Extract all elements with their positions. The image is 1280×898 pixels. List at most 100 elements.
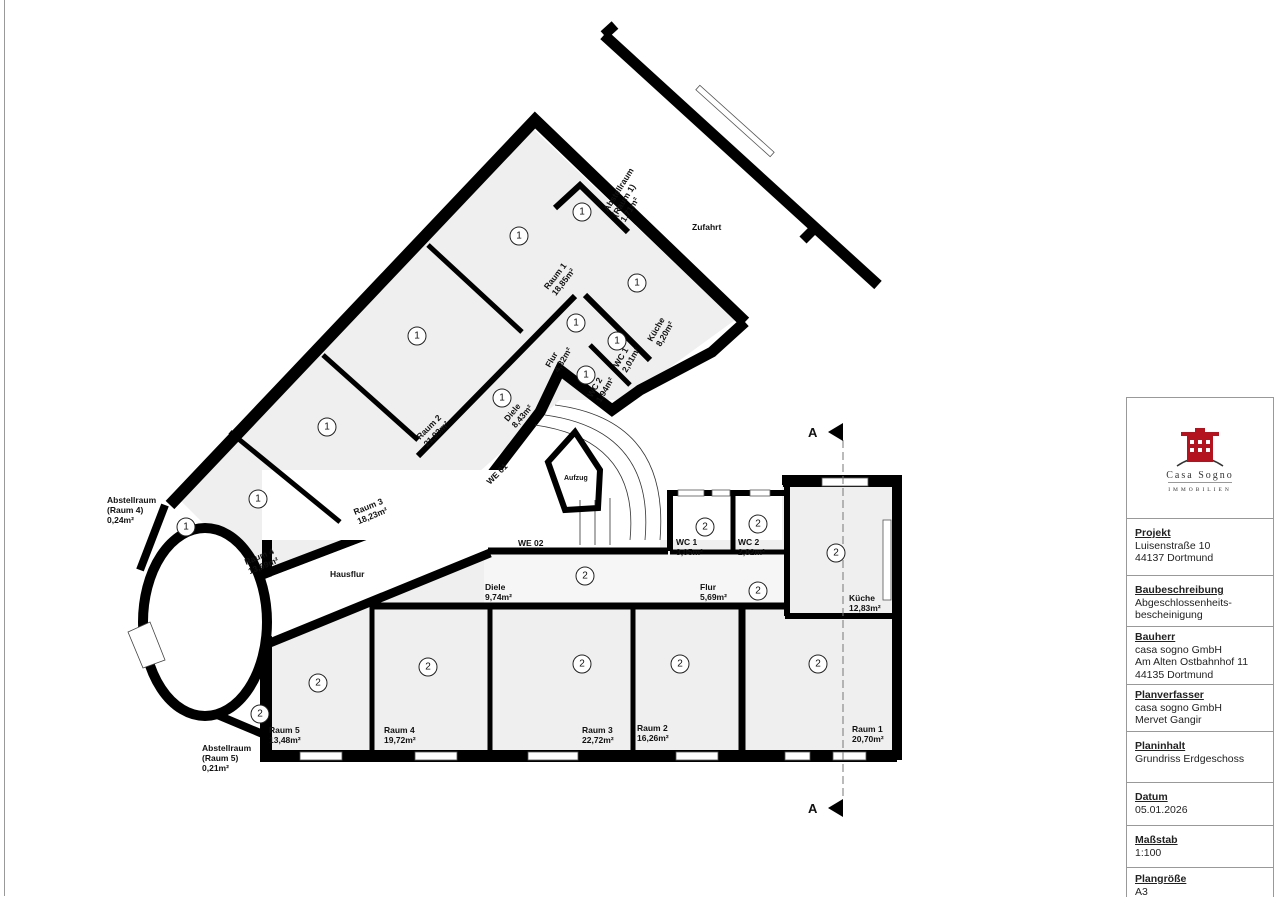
unit-marker-label: 2: [579, 659, 585, 670]
unit-marker: 2: [309, 674, 327, 692]
unit-marker: 1: [510, 227, 528, 245]
unit-marker-label: 2: [677, 659, 683, 670]
label-zufahrt: Zufahrt: [692, 222, 721, 232]
window-zufahrt: [696, 85, 774, 156]
room-label: Abstellraum(Raum 4)0,24m²: [107, 495, 157, 525]
wall-zufahrt-stub1: [604, 25, 615, 35]
unit-marker: 1: [177, 518, 195, 536]
section-value: A3: [1135, 886, 1265, 898]
floor-plan: A A Zufahrt Hausflur Aufzug WE 01 WE 02 …: [0, 0, 1120, 896]
unit-marker-label: 2: [755, 586, 761, 597]
unit-marker: 1: [249, 490, 267, 508]
unit-marker: 2: [671, 655, 689, 673]
unit-marker-label: 1: [573, 318, 579, 329]
unit-marker: 1: [408, 327, 426, 345]
unit-marker-label: 1: [414, 331, 420, 342]
unit-marker-label: 2: [315, 678, 321, 689]
unit-marker: 2: [749, 515, 767, 533]
section-heading: Plangröße: [1135, 873, 1265, 886]
unit-marker-label: 1: [324, 422, 330, 433]
section-value: casa sogno GmbH Mervet Gangir: [1135, 702, 1265, 727]
window: [415, 752, 457, 760]
unit-marker: 2: [576, 567, 594, 585]
window: [712, 490, 730, 496]
section-heading: Baubeschreibung: [1135, 584, 1265, 597]
section-value: casa sogno GmbH Am Alten Ostbahnhof 11 4…: [1135, 644, 1265, 682]
unit-marker-label: 1: [583, 370, 589, 381]
section-heading: Maßstab: [1135, 834, 1265, 847]
unit-marker-label: 2: [815, 659, 821, 670]
unit-marker-label: 1: [183, 522, 189, 533]
unit-marker: 1: [608, 332, 626, 350]
section-arrow-bottom: [828, 799, 843, 817]
unit-marker-label: 1: [634, 278, 640, 289]
unit-marker: 1: [628, 274, 646, 292]
unit-marker: 1: [567, 314, 585, 332]
window: [528, 752, 578, 760]
unit-marker-label: 2: [582, 571, 588, 582]
section-label-bottom: A: [808, 801, 818, 816]
section-arrow-top: [828, 423, 843, 441]
window: [785, 752, 810, 760]
logo-sub: IMMOBILIEN: [1168, 482, 1232, 497]
unit-marker-label: 1: [255, 494, 261, 505]
window: [822, 478, 868, 486]
unit-marker: 2: [749, 582, 767, 600]
unit-marker: 1: [318, 418, 336, 436]
section-value: Grundriss Erdgeschoss: [1135, 753, 1265, 766]
unit-marker-label: 2: [425, 662, 431, 673]
label-we02: WE 02: [518, 538, 544, 548]
section-heading: Planinhalt: [1135, 740, 1265, 753]
unit-marker-label: 1: [579, 207, 585, 218]
company-logo: Casa Sogno IMMOBILIEN: [1127, 398, 1273, 519]
unit-marker: 2: [827, 544, 845, 562]
section-value: Abgeschlossenheits- bescheinigung: [1135, 597, 1265, 622]
logo-name: Casa Sogno: [1166, 470, 1234, 483]
window: [676, 752, 718, 760]
unit-marker: 2: [419, 658, 437, 676]
unit-marker: 1: [573, 203, 591, 221]
section-heading: Datum: [1135, 791, 1265, 804]
unit-marker-label: 1: [516, 231, 522, 242]
unit-marker-label: 2: [833, 548, 839, 559]
unit-marker: 2: [809, 655, 827, 673]
label-aufzug: Aufzug: [564, 475, 588, 482]
section-value: 05.01.2026: [1135, 804, 1265, 817]
unit-marker: 2: [251, 705, 269, 723]
section-value: Luisenstraße 10 44137 Dortmund: [1135, 540, 1265, 565]
section-label-top: A: [808, 425, 818, 440]
section-heading: Bauherr: [1135, 631, 1265, 644]
window: [833, 752, 866, 760]
unit-marker: 2: [696, 518, 714, 536]
window: [300, 752, 342, 760]
unit2-corridor: [484, 553, 784, 605]
unit-marker-label: 2: [755, 519, 761, 530]
room-label: Abstellraum(Raum 5)0,21m²: [202, 743, 252, 773]
section-value: 1:100: [1135, 847, 1265, 860]
wall-zufahrt-stub2: [803, 228, 815, 240]
window: [883, 520, 891, 600]
unit-marker-label: 2: [702, 522, 708, 533]
unit-marker-label: 2: [257, 709, 263, 720]
unit-marker-label: 1: [614, 336, 620, 347]
unit-marker: 1: [577, 366, 595, 384]
unit-marker-label: 1: [499, 393, 505, 404]
section-heading: Planverfasser: [1135, 689, 1265, 702]
label-hausflur: Hausflur: [330, 569, 365, 579]
building-logo-icon: [1173, 428, 1227, 468]
unit-marker: 1: [493, 389, 511, 407]
